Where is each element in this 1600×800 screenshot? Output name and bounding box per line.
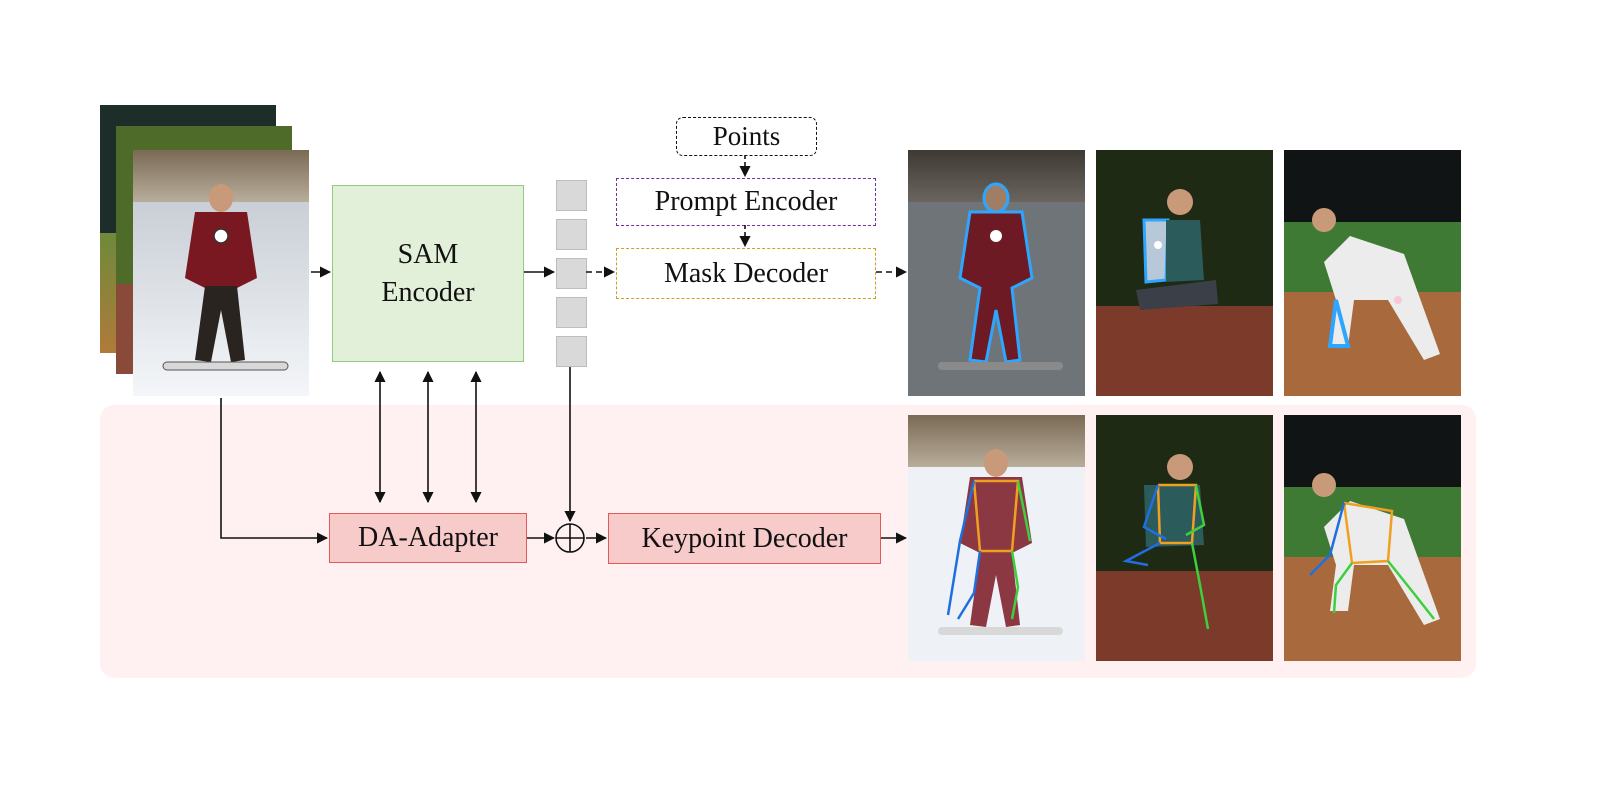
- embedding-token-2: [556, 219, 587, 250]
- sam-encoder-label-line1: SAM: [397, 238, 459, 270]
- embedding-token-1: [556, 180, 587, 211]
- keypoint-output-baseball-player: [1284, 415, 1461, 661]
- input-image-snowboarder: [133, 150, 309, 396]
- da-adapter-block: DA-Adapter: [329, 513, 527, 563]
- mask-output-snowboarder: [908, 150, 1085, 396]
- points-prompt: Points: [676, 117, 817, 156]
- mask-output-baseball-player: [1284, 150, 1461, 396]
- sam-encoder-label-line2: Encoder: [381, 276, 475, 308]
- sum-icon: [555, 523, 585, 553]
- keypoint-output-sitting-woman: [1096, 415, 1273, 661]
- sam-encoder-block: SAM Encoder: [332, 185, 524, 362]
- embedding-token-3: [556, 258, 587, 289]
- keypoint-output-snowboarder: [908, 415, 1085, 661]
- keypoint-decoder-block: Keypoint Decoder: [608, 513, 881, 564]
- embedding-token-4: [556, 297, 587, 328]
- embedding-token-5: [556, 336, 587, 367]
- mask-decoder-block: Mask Decoder: [616, 248, 876, 299]
- prompt-encoder-block: Prompt Encoder: [616, 178, 876, 226]
- mask-output-sitting-woman: [1096, 150, 1273, 396]
